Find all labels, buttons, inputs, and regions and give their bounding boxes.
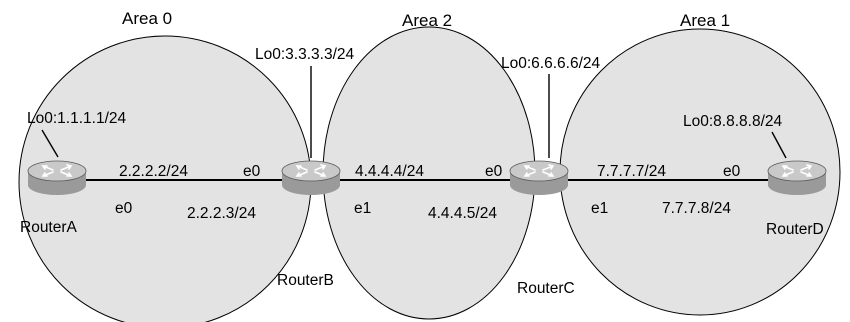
router-b-loopback: Lo0:3.3.3.3/24 (255, 46, 354, 63)
router-c-name: RouterC (517, 280, 575, 297)
area-0-label: Area 0 (122, 9, 172, 28)
router-c-loopback: Lo0:6.6.6.6/24 (501, 55, 600, 72)
area-1-label: Area 1 (680, 11, 730, 30)
router-a-e0: e0 (115, 200, 133, 217)
router-b-e0-ip: 2.2.2.3/24 (187, 205, 256, 222)
router-b-e1: e1 (354, 200, 371, 217)
router-d-loopback-line (771, 131, 787, 159)
router-b-name: RouterB (277, 272, 334, 289)
router-d-name: RouterD (766, 221, 824, 238)
router-a-loopback-line (41, 129, 59, 158)
router-a-loopback: Lo0:1.1.1.1/24 (27, 110, 126, 127)
router-c-e1: e1 (591, 200, 608, 217)
router-b-icon (281, 160, 341, 196)
router-b-e0: e0 (243, 163, 261, 180)
router-d-loopback: Lo0:8.8.8.8/24 (683, 113, 782, 130)
router-d-e0-ip: 7.7.7.8/24 (662, 200, 731, 217)
router-a-e0-ip: 2.2.2.2/24 (119, 163, 188, 180)
router-a-icon (27, 160, 87, 196)
area-2-label: Area 2 (402, 11, 452, 30)
router-c-icon (509, 160, 569, 196)
router-a-name: RouterA (20, 219, 78, 236)
router-d-icon (767, 160, 827, 196)
router-b-e1-ip: 4.4.4.4/24 (355, 163, 424, 180)
router-c-e0-ip: 4.4.4.5/24 (428, 205, 497, 222)
router-d-e0: e0 (723, 163, 741, 180)
router-c-e1-ip: 7.7.7.7/24 (597, 163, 666, 180)
router-c-e0: e0 (485, 163, 503, 180)
